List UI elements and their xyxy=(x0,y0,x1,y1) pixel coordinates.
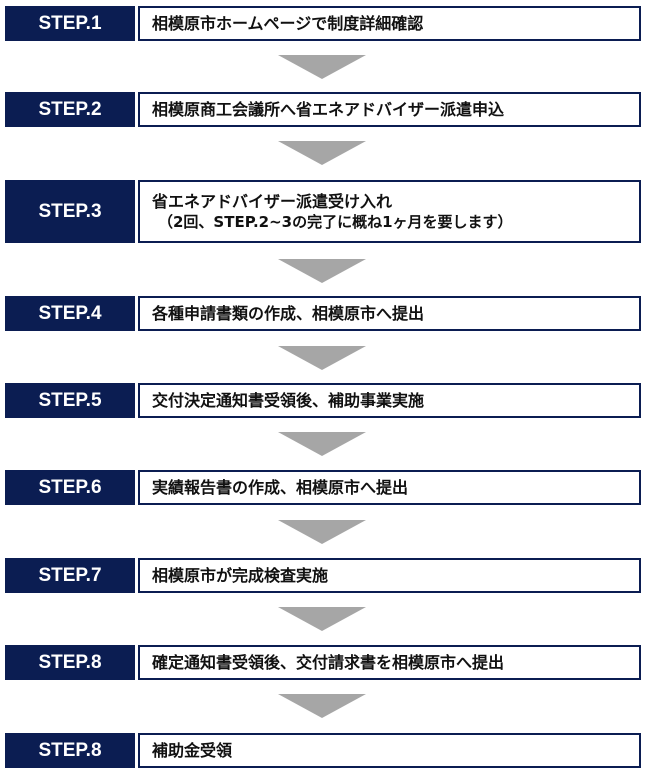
step-text: 相模原市ホームページで制度詳細確認 xyxy=(152,13,424,33)
step-label: STEP.2 xyxy=(5,92,135,127)
down-arrow-icon xyxy=(278,694,366,718)
step-row-3: STEP.3 省エネアドバイザー派遣受け入れ （2回、STEP.2~3の完了に概… xyxy=(5,180,641,243)
step-row-8: STEP.8 確定通知書受領後、交付請求書を相模原市へ提出 xyxy=(5,645,641,680)
step-row-2: STEP.2 相模原商工会議所へ省エネアドバイザー派遣申込 xyxy=(5,92,641,127)
step-label: STEP.5 xyxy=(5,383,135,418)
down-arrow-icon xyxy=(278,141,366,165)
step-row-5: STEP.5 交付決定通知書受領後、補助事業実施 xyxy=(5,383,641,418)
step-box: 各種申請書類の作成、相模原市へ提出 xyxy=(138,296,641,331)
step-text: 各種申請書類の作成、相模原市へ提出 xyxy=(152,303,425,323)
step-box: 確定通知書受領後、交付請求書を相模原市へ提出 xyxy=(138,645,641,680)
step-row-7: STEP.7 相模原市が完成検査実施 xyxy=(5,558,641,593)
step-box: 交付決定通知書受領後、補助事業実施 xyxy=(138,383,641,418)
step-box: 相模原市が完成検査実施 xyxy=(138,558,641,593)
step-label: STEP.7 xyxy=(5,558,135,593)
step-row-6: STEP.6 実績報告書の作成、相模原市へ提出 xyxy=(5,470,641,505)
step-text: 相模原市が完成検査実施 xyxy=(152,565,329,585)
step-box: 相模原市ホームページで制度詳細確認 xyxy=(138,6,641,41)
step-label: STEP.8 xyxy=(5,645,135,680)
down-arrow-icon xyxy=(278,259,366,283)
down-arrow-icon xyxy=(278,346,366,370)
step-text: 実績報告書の作成、相模原市へ提出 xyxy=(152,477,409,497)
step-row-9: STEP.8 補助金受領 xyxy=(5,733,641,768)
step-label: STEP.1 xyxy=(5,6,135,41)
down-arrow-icon xyxy=(278,55,366,79)
step-label: STEP.6 xyxy=(5,470,135,505)
step-label: STEP.3 xyxy=(5,180,135,243)
down-arrow-icon xyxy=(278,432,366,456)
step-label: STEP.4 xyxy=(5,296,135,331)
down-arrow-icon xyxy=(278,520,366,544)
step-text: 省エネアドバイザー派遣受け入れ xyxy=(152,191,393,211)
down-arrow-icon xyxy=(278,607,366,631)
step-label: STEP.8 xyxy=(5,733,135,768)
step-box: 実績報告書の作成、相模原市へ提出 xyxy=(138,470,641,505)
step-text: 確定通知書受領後、交付請求書を相模原市へ提出 xyxy=(152,652,505,672)
step-row-1: STEP.1 相模原市ホームページで制度詳細確認 xyxy=(5,6,641,41)
step-box: 補助金受領 xyxy=(138,733,641,768)
step-note: （2回、STEP.2~3の完了に概ね1ヶ月を要します） xyxy=(158,213,513,232)
step-box: 省エネアドバイザー派遣受け入れ （2回、STEP.2~3の完了に概ね1ヶ月を要し… xyxy=(138,180,641,243)
step-text: 補助金受領 xyxy=(152,740,233,760)
step-row-4: STEP.4 各種申請書類の作成、相模原市へ提出 xyxy=(5,296,641,331)
step-text: 交付決定通知書受領後、補助事業実施 xyxy=(152,390,425,410)
step-text: 相模原商工会議所へ省エネアドバイザー派遣申込 xyxy=(152,99,505,119)
step-box: 相模原商工会議所へ省エネアドバイザー派遣申込 xyxy=(138,92,641,127)
